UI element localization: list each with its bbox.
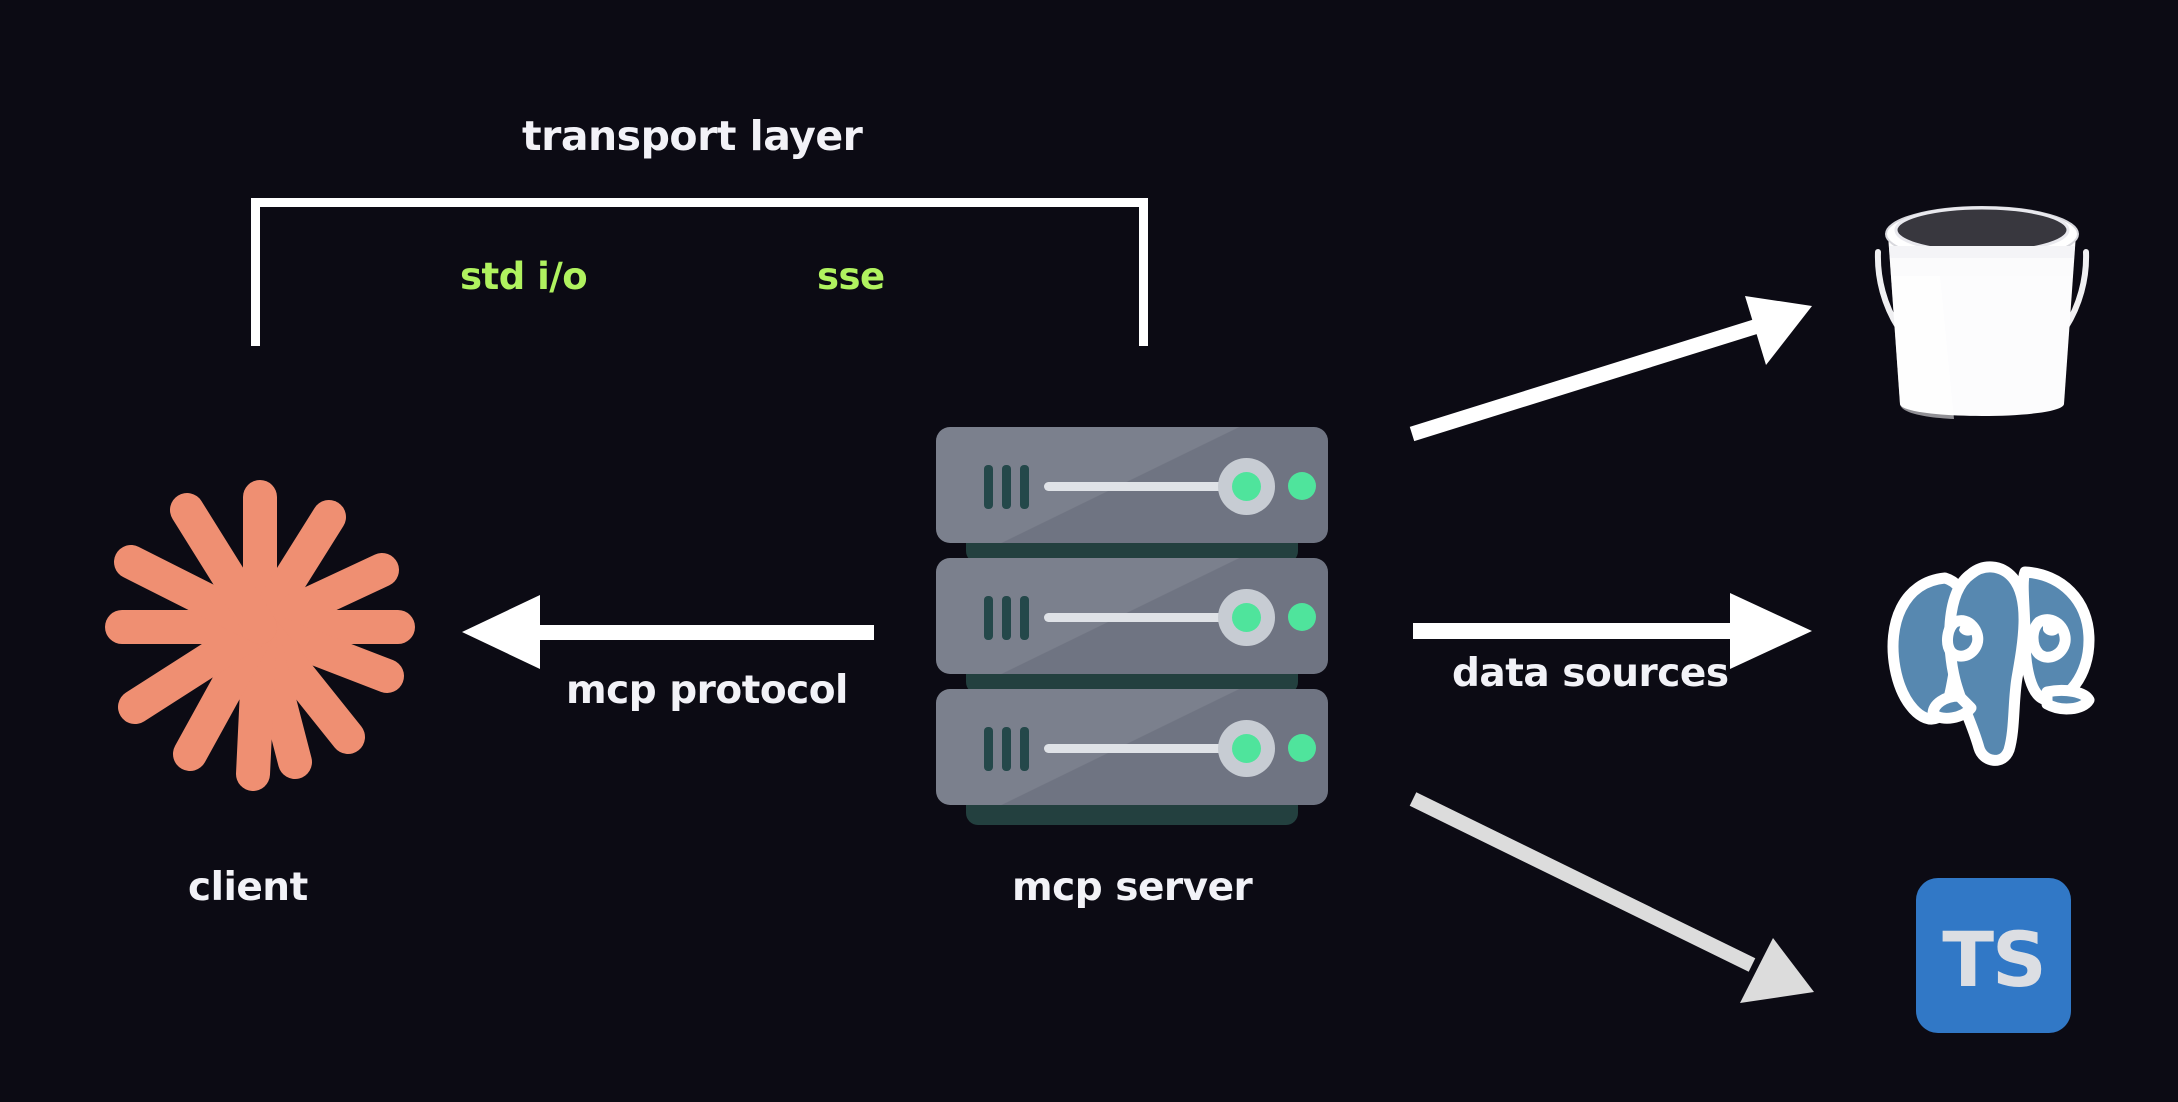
transport-option-sse: sse	[817, 255, 885, 298]
server-slider-track	[1044, 613, 1236, 622]
server-status-led	[1288, 603, 1316, 631]
server-slider-track	[1044, 482, 1236, 491]
server-vent-bar	[1020, 596, 1029, 640]
typescript-label: TS	[1942, 914, 2047, 1004]
server-unit	[936, 558, 1328, 694]
server-slider-track	[1044, 744, 1236, 753]
arrow-to-bucket	[1409, 296, 1812, 442]
server-vent-bar	[1002, 727, 1011, 771]
server-unit-body	[936, 427, 1328, 543]
server-unit	[936, 689, 1328, 825]
postgres-elephant-icon	[1887, 561, 2095, 766]
bucket-icon	[1874, 206, 2090, 419]
server-unit-body	[936, 558, 1328, 674]
server-slider-knob-core	[1232, 603, 1261, 632]
transport-layer-bracket	[251, 198, 1148, 346]
transport-option-stdio: std i/o	[460, 255, 588, 298]
server-slider-knob-core	[1232, 734, 1261, 763]
server-status-led	[1288, 472, 1316, 500]
transport-layer-title: transport layer	[522, 112, 863, 160]
server-unit-body	[936, 689, 1328, 805]
server-vent-bar	[1002, 596, 1011, 640]
server-vent-bar	[984, 727, 993, 771]
arrow-to-typescript	[1409, 792, 1814, 1003]
server-vent-bar	[1020, 465, 1029, 509]
server-vent-bar	[1002, 465, 1011, 509]
typescript-icon: TS	[1916, 878, 2071, 1033]
edge-label-mcp-protocol: mcp protocol	[566, 668, 848, 713]
server-slider-knob-core	[1232, 472, 1261, 501]
edge-label-data-sources: data sources	[1452, 651, 1729, 696]
starburst-icon	[105, 480, 415, 791]
server-vent-bar	[1020, 727, 1029, 771]
server-unit	[936, 427, 1328, 563]
arrow-mcp-protocol	[462, 595, 874, 669]
server-status-led	[1288, 734, 1316, 762]
client-label: client	[188, 865, 308, 910]
server-vent-bar	[984, 596, 993, 640]
server-rack-icon	[936, 427, 1328, 827]
server-vent-bar	[984, 465, 993, 509]
mcp-server-label: mcp server	[1012, 865, 1253, 910]
